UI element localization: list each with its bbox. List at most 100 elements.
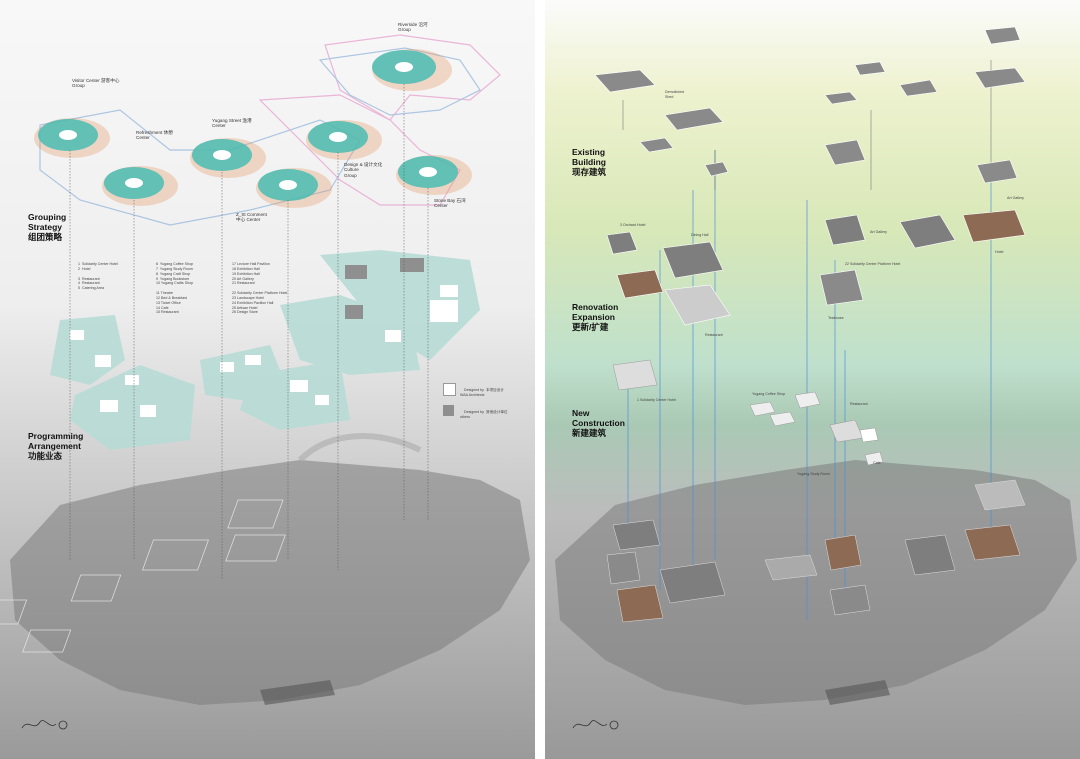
grouping-heading-en2: Strategy <box>28 221 63 232</box>
island-base <box>10 460 530 705</box>
existing-buildings <box>594 26 1026 184</box>
new-construction-heading: New Construction 新建建筑 <box>572 408 625 438</box>
existing-building-heading-en1: Existing <box>572 147 606 157</box>
building-status-panel: Existing Building 现存建筑 Renovation Expans… <box>545 0 1080 759</box>
group-label-comment-en: Z_St Comment <box>236 212 267 217</box>
grouping-heading-cn: 组团策略 <box>28 231 63 242</box>
island-road <box>297 433 422 463</box>
new-construction-heading-cn: 新建建筑 <box>572 427 607 438</box>
group-label-design-culture-en3: Group <box>344 172 357 178</box>
new-buildings <box>612 359 884 466</box>
dunbao-circle <box>372 49 452 91</box>
panel-divider <box>535 0 545 759</box>
pier <box>260 680 335 705</box>
group-label-yugang-en2: Center <box>212 123 226 129</box>
programming-heading-cn: 功能业态 <box>28 450 63 461</box>
yugang-circle <box>190 138 266 178</box>
programming-heading-en2: Arrangement <box>28 440 81 451</box>
legend-swatch-designed-by-others <box>443 405 454 416</box>
group-label-yugang-cn: 渔港 <box>242 118 252 123</box>
annotation-study-room: Yugang Study Room <box>797 472 830 476</box>
annotation-solidarity-hotel: 1 Solidarity Center Hotel <box>637 398 676 402</box>
group-label-stone-bay-cn: 石湾 <box>456 198 466 203</box>
renovation-heading: Renovation Expansion 更新/扩建 <box>572 302 619 332</box>
group-label-stone-bay: Stone Bay 石湾 Center <box>434 198 466 209</box>
group-label-refreshment: Refreshment 休憩 Center <box>136 130 173 141</box>
program-list-3: 17 Lecture Hall Pavilion 18 Exhibition H… <box>232 262 288 315</box>
annotation-art-gallery-1: Art Gallery <box>870 230 887 234</box>
annotation-coffee-shop: Yugang Coffee Shop <box>752 392 786 396</box>
legend-swatch-designed-by-team <box>443 383 456 396</box>
group-label-stone-bay-en2: Center <box>434 203 448 209</box>
group-label-comment: Z_St Comment 中心 Center <box>236 212 267 223</box>
island-base <box>555 460 1077 705</box>
annotation-cafe: Cafe <box>873 461 881 465</box>
annotation-platform-hotel: 22 Solidarity Center Platform Hotel <box>845 262 901 266</box>
group-label-design-culture-en: Design & <box>344 162 363 167</box>
annotation-hotel: Hotel <box>995 250 1004 254</box>
new-construction-heading-en1: New <box>572 408 590 418</box>
annotation-restaurant-2: Restaurant <box>850 402 868 406</box>
stone-bay-circle <box>396 155 472 195</box>
grouping-diagram-drawing <box>0 34 530 730</box>
group-label-visitor-center: Visitor Center 游客中心 Group <box>72 78 119 89</box>
annotation-art-gallery-2: Art Gallery <box>1007 196 1024 200</box>
group-label-riverside-en2: Group <box>398 27 411 33</box>
legend-label-designed-by-others-en2: others <box>460 414 470 419</box>
annotation-demolished-shed: Demolished Shed <box>665 90 684 99</box>
group-label-refreshment-cn: 休憩 <box>163 130 173 135</box>
grouping-heading-en1: Grouping <box>28 212 67 222</box>
annotation-dining-hall: Dining Hall <box>691 233 709 237</box>
annotation-teahouse: Teahouse <box>828 316 844 320</box>
annotation-orchard-hotel: 3 Orchard Hotel <box>620 223 646 227</box>
group-label-riverside: Riverside 沿河 Group <box>398 22 428 33</box>
legend-label-designed-by-others: Designed by 其他设计单位 others <box>460 405 508 424</box>
group-label-visitor-center-en2: Group <box>72 83 85 89</box>
group-label-comment-en2: Center <box>246 217 261 223</box>
signature-mark <box>21 720 57 729</box>
group-label-yugang-en: Yugang Street <box>212 118 242 123</box>
island-buildings <box>0 499 286 653</box>
new-construction-heading-en2: Construction <box>572 417 625 428</box>
grouping-heading: Grouping Strategy 组团策略 <box>28 212 67 242</box>
renovation-heading-en1: Renovation <box>572 302 619 312</box>
annotation-restaurant-1: Restaurant <box>705 333 723 337</box>
group-label-visitor-center-cn: 游客中心 <box>101 78 120 83</box>
design-culture-circle <box>256 168 332 208</box>
leader-lines <box>69 84 429 580</box>
renovation-heading-en2: Expansion <box>572 311 615 322</box>
group-label-design-culture-cn: 设计文化 <box>363 162 383 167</box>
existing-building-heading-en2: Building <box>572 156 606 167</box>
legend-label-designed-by-team-en: Designed by <box>464 387 484 392</box>
programming-heading-en1: Programming <box>28 431 84 441</box>
logo-mark <box>58 720 68 730</box>
group-circles <box>34 49 472 208</box>
group-label-stone-bay-en: Stone Bay <box>434 198 456 203</box>
riverside-circle <box>306 120 382 160</box>
signature-mark <box>572 720 608 729</box>
group-label-design-culture-en2: Culture <box>344 167 359 173</box>
island-buildings <box>606 479 1026 623</box>
programming-heading: Programming Arrangement 功能业态 <box>28 431 84 461</box>
group-label-refreshment-en2: Center <box>136 135 150 141</box>
renovation-buildings <box>606 209 1026 326</box>
legend-label-designed-by-team-en2: WAA Architects <box>460 392 485 397</box>
legend-label-designed-by-others-cn: 其他设计单位 <box>485 409 508 414</box>
existing-building-heading: Existing Building 现存建筑 <box>572 147 607 177</box>
group-label-design-culture: Design & 设计文化 Culture Group <box>344 162 382 178</box>
zone-outlines <box>39 34 501 226</box>
programming-buildings <box>70 258 458 417</box>
group-label-refreshment-en: Refreshment <box>136 130 163 135</box>
group-label-riverside-en: Riverside <box>398 22 418 27</box>
program-list-1: 1 Solidarity Center Hotel 2 Hotel 3 Rest… <box>78 262 118 291</box>
legend-label-designed-by-others-en: Designed by <box>464 409 484 414</box>
legend-label-designed-by-team-cn: 本项目设计 <box>485 387 504 392</box>
existing-building-heading-cn: 现存建筑 <box>572 166 607 177</box>
pier <box>825 680 890 705</box>
program-list-2: 6 Yugang Coffee Shop 7 Yugang Study Room… <box>156 262 194 315</box>
group-label-riverside-cn: 沿河 <box>418 22 428 27</box>
building-status-drawing <box>555 26 1077 730</box>
refreshment-circle <box>102 166 178 206</box>
group-label-comment-cn: 中心 <box>236 217 246 223</box>
